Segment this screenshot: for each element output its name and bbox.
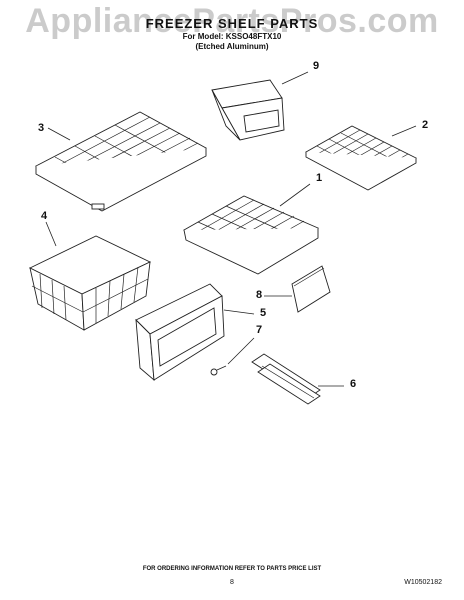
- part-1-shelf: [183, 195, 320, 275]
- part-5-drawer-front: [135, 283, 225, 382]
- leader-7: [227, 337, 255, 365]
- callout-3: 3: [37, 122, 45, 134]
- leader-5: [223, 309, 255, 315]
- leader-9: [281, 71, 309, 85]
- finish-line: (Etched Aluminum): [195, 42, 269, 51]
- part-9-bin: [211, 79, 285, 141]
- model-line: For Model: KSSO48FTX10: [182, 32, 282, 41]
- leader-3: [47, 127, 71, 141]
- watermark: AppliancePartsPros.com: [25, 2, 439, 40]
- callout-5: 5: [259, 307, 267, 319]
- callout-1: 1: [315, 172, 323, 184]
- leader-2: [391, 125, 417, 137]
- part-3-wire-shelf: [35, 111, 207, 212]
- diagram-title: FREEZER SHELF PARTS: [145, 16, 319, 31]
- callout-6: 6: [349, 378, 357, 390]
- leader-4: [45, 221, 57, 247]
- part-2-grid-shelf: [305, 125, 417, 191]
- part-4-wire-basket: [28, 235, 152, 331]
- ordering-note: FOR ORDERING INFORMATION REFER TO PARTS …: [142, 566, 322, 572]
- part-6-slide-rail: [251, 353, 321, 405]
- callout-2: 2: [421, 119, 429, 131]
- page-number: 8: [230, 579, 234, 586]
- callout-9: 9: [312, 60, 320, 72]
- part-7-screw: [210, 365, 227, 376]
- document-number: W10502182: [404, 579, 442, 586]
- leader-1: [279, 183, 311, 207]
- callout-7: 7: [255, 324, 263, 336]
- callout-4: 4: [40, 210, 48, 222]
- part-8-trim-panel: [291, 265, 331, 313]
- callout-8: 8: [255, 289, 263, 301]
